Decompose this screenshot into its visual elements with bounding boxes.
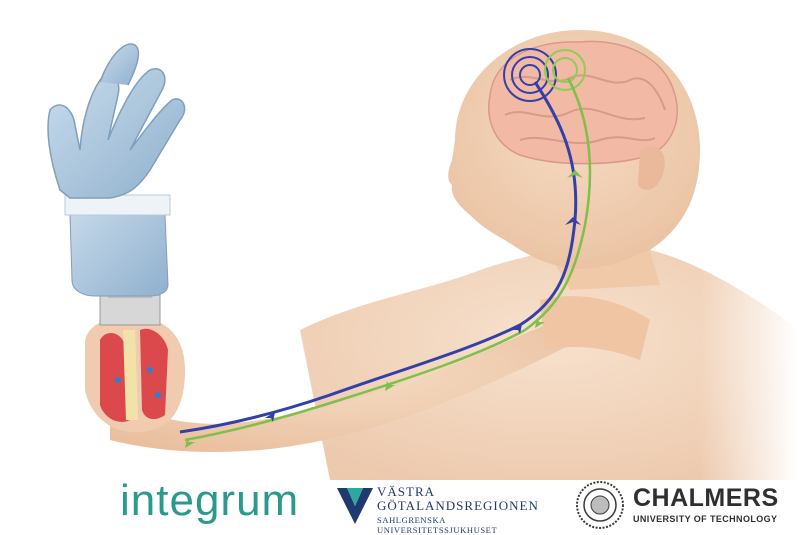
integrum-wordmark: integrum — [120, 476, 299, 526]
vgr-emblem-icon — [335, 484, 375, 528]
neuroprosthesis-illustration — [0, 0, 798, 480]
vgr-logo: VÄSTRA GÖTALANDSREGIONEN SAHLGRENSKA UNI… — [335, 482, 550, 532]
chalmers-subtitle: UNIVERSITY OF TECHNOLOGY — [633, 514, 777, 524]
chalmers-name: CHALMERS — [633, 484, 779, 513]
chalmers-logo: CHALMERS UNIVERSITY OF TECHNOLOGY — [575, 478, 790, 532]
prosthetic-hand-icon — [48, 44, 185, 198]
vgr-line2: GÖTALANDSREGIONEN — [377, 498, 539, 514]
residual-limb — [85, 317, 185, 432]
integrum-logo: integrum — [112, 470, 312, 530]
vgr-line3: SAHLGRENSKA UNIVERSITETSSJUKHUSET — [377, 515, 550, 535]
chalmers-seal-icon — [575, 480, 625, 530]
